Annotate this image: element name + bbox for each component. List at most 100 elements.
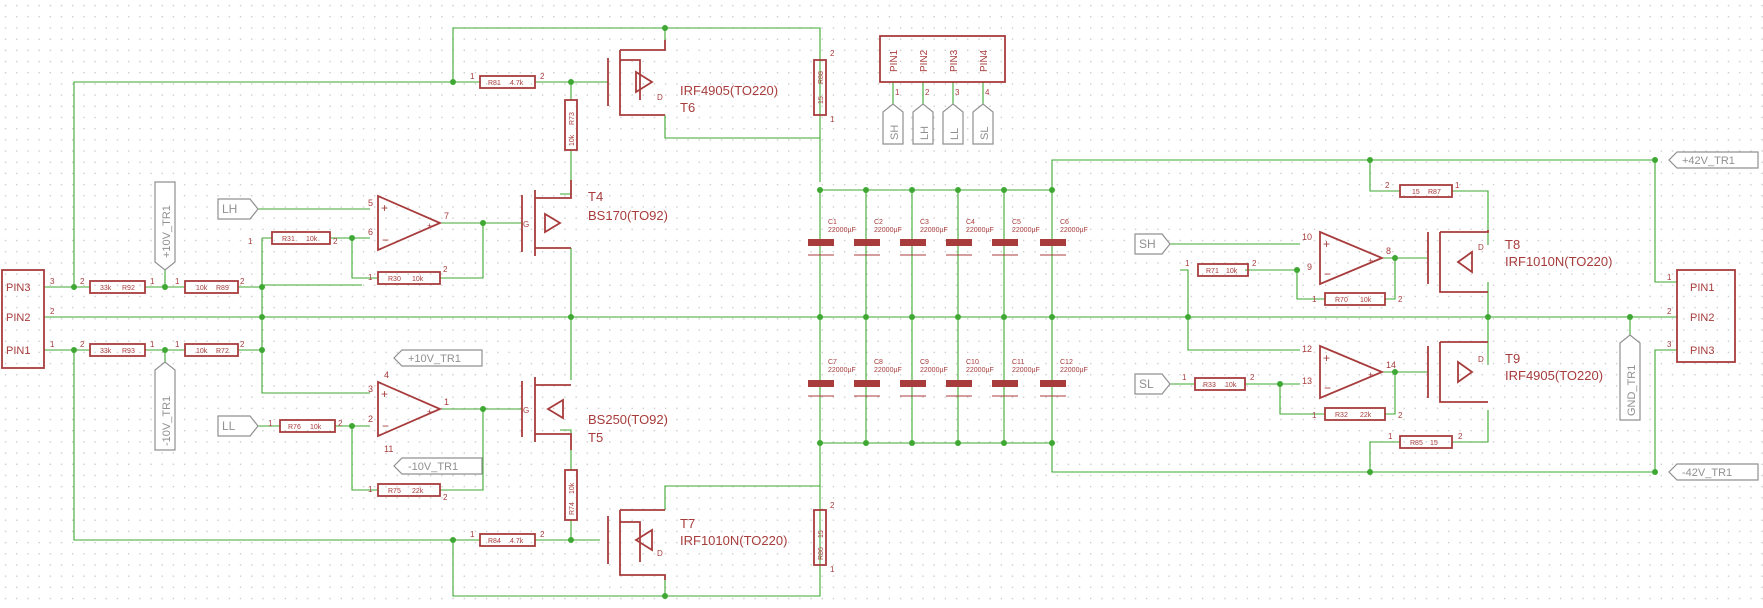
transistor-t7: D T7 IRF1010N(TO220) [607,509,787,580]
svg-text:22000µF: 22000µF [966,227,994,234]
connector-left-pin: PIN3 [6,282,30,294]
net-label-neg10-opamp: -10V_TR1 [408,461,458,473]
svg-text:1: 1 [830,565,835,574]
net-label-lh: LH [222,202,237,216]
svg-text:C6: C6 [1060,219,1069,226]
svg-text:D: D [657,549,663,558]
resistor-r81: R81 4.7k [479,75,536,89]
svg-text:1: 1 [1455,181,1460,190]
net-label-pos10-left: +10V_TR1 [161,205,173,258]
svg-text:−: − [1324,381,1331,395]
svg-text:1: 1 [830,115,835,124]
svg-text:IRF4905(TO220): IRF4905(TO220) [680,83,778,98]
svg-text:2: 2 [333,237,338,246]
resistors: 33k R92 10k R89 33k R93 10k R72 R81 4.7k… [89,59,1453,566]
svg-text:2: 2 [80,277,85,286]
svg-text:3: 3 [368,384,373,394]
resistor-r76: R76 10k [279,419,336,433]
svg-text:R76: R76 [288,424,301,431]
resistor-r73: R73 10k [564,99,578,151]
svg-text:−: − [382,233,389,247]
svg-text:R72: R72 [216,348,229,355]
svg-text:R30: R30 [388,276,401,283]
svg-text:10k: 10k [196,348,208,355]
svg-text:+: + [427,407,432,417]
net-label-top-ll: LL [949,128,961,140]
svg-text:22000µF: 22000µF [1012,367,1040,374]
connector-left-pin: PIN2 [6,312,30,324]
svg-text:C1: C1 [828,219,837,226]
svg-text:T4: T4 [588,189,603,204]
svg-text:10k: 10k [196,285,208,292]
svg-text:R87: R87 [1428,189,1441,196]
svg-text:3: 3 [1667,340,1672,349]
svg-text:15: 15 [1430,440,1438,447]
svg-text:4.7k: 4.7k [510,538,524,545]
svg-text:R93: R93 [122,348,135,355]
svg-text:1: 1 [1312,295,1317,304]
resistor-r84: R84 4.7k [479,533,536,547]
svg-text:D: D [657,93,663,102]
svg-text:2: 2 [443,493,448,502]
svg-text:15: 15 [1412,189,1420,196]
svg-text:IRF1010N(TO220): IRF1010N(TO220) [1505,254,1612,269]
svg-text:2: 2 [1385,181,1390,190]
transistor-t5: G BS250(TO92) T5 [521,377,668,450]
connector-left-pin: PIN1 [6,345,30,357]
svg-text:R33: R33 [1203,382,1216,389]
svg-text:2: 2 [1398,295,1403,304]
svg-text:1: 1 [175,277,180,286]
connector-right-pin: PIN3 [1690,345,1714,357]
svg-text:1: 1 [444,397,449,407]
net-label-sl: SL [1139,377,1154,391]
svg-text:1: 1 [895,88,900,97]
svg-text:R75: R75 [388,488,401,495]
svg-text:10k: 10k [1360,297,1372,304]
resistor-r86: R86 15 [813,509,827,566]
svg-text:R86: R86 [818,547,825,560]
svg-text:10k: 10k [1226,268,1238,275]
transistor-t6: D IRF4905(TO220) T6 [607,40,778,116]
svg-text:22000µF: 22000µF [920,227,948,234]
resistor-r33: R33 10k [1194,377,1246,391]
svg-text:C3: C3 [920,219,929,226]
resistor-r88: R88 15 [813,59,827,116]
svg-text:2: 2 [1458,432,1463,441]
svg-text:C4: C4 [966,219,975,226]
net-label-pos10-opamp: +10V_TR1 [408,353,461,365]
svg-text:2: 2 [1398,411,1403,420]
svg-text:10k: 10k [1225,382,1237,389]
resistor-r74: R74 10k [564,469,578,521]
svg-text:+: + [381,201,388,215]
net-labels: LH LL SH SL +10V_TR1 -10V_TR1 +10V_TR1 -… [154,103,1759,481]
svg-text:D: D [1478,355,1484,364]
resistor-r85: R85 15 [1399,435,1453,449]
svg-text:+: + [1368,370,1373,380]
net-label-top-lh: LH [919,126,931,140]
connector-top: PIN1 PIN2 PIN3 PIN4 [879,35,1006,83]
net-label-pos42: +42V_TR1 [1682,155,1735,167]
resistor-r75: R75 22k [377,483,441,497]
svg-text:22000µF: 22000µF [874,227,902,234]
svg-text:R85: R85 [1410,440,1423,447]
svg-text:1: 1 [175,340,180,349]
transistors: G T4 BS170(TO92) G BS250(TO92) T5 D IRF4… [521,40,1612,580]
svg-text:2: 2 [443,265,448,274]
svg-text:7: 7 [444,211,449,221]
svg-text:R74: R74 [569,502,576,515]
svg-text:IRF4905(TO220): IRF4905(TO220) [1505,368,1603,383]
svg-text:1: 1 [470,530,475,539]
svg-text:4: 4 [384,370,389,380]
connector-right: PIN1 PIN2 PIN3 [1676,269,1736,363]
svg-text:−: − [382,419,389,433]
svg-text:1: 1 [268,419,273,428]
transistor-t8: D T8 IRF1010N(TO220) [1427,230,1612,293]
net-label-top-sl: SL [979,127,991,140]
svg-text:2: 2 [80,340,85,349]
svg-text:C8: C8 [874,359,883,366]
